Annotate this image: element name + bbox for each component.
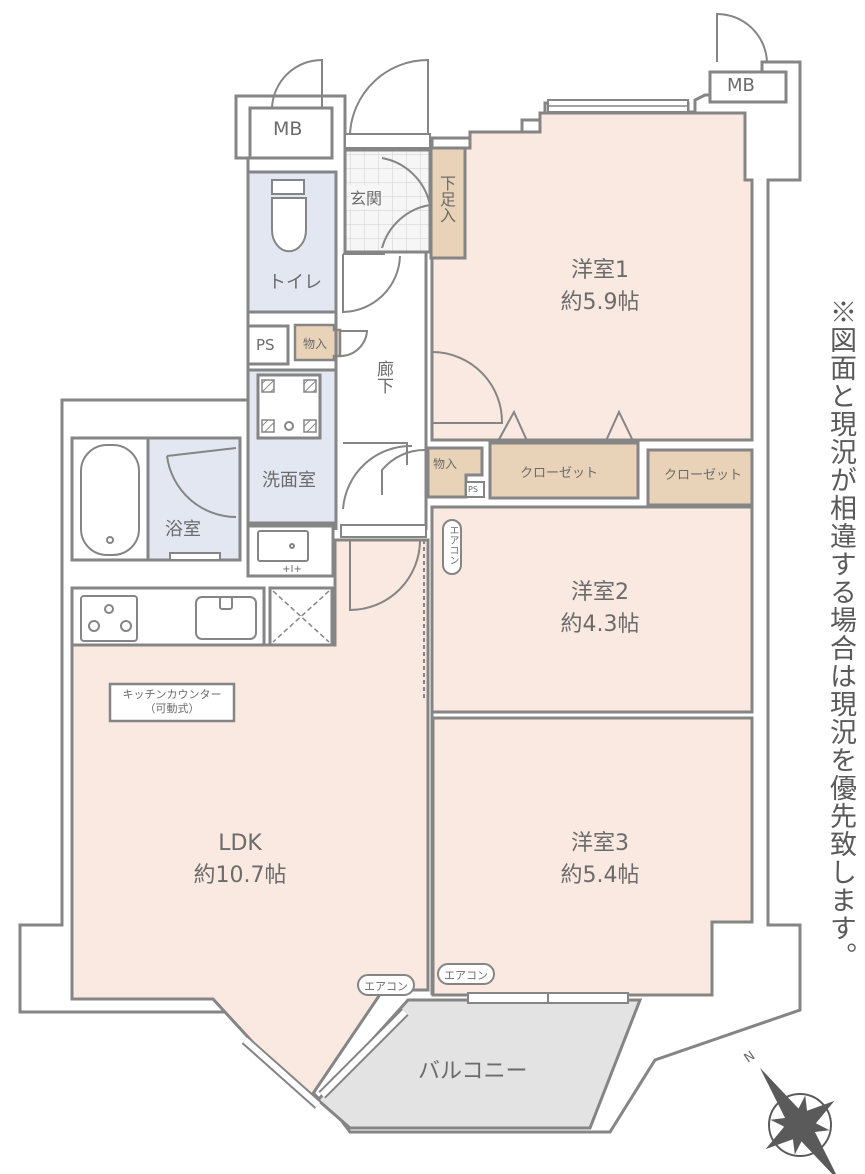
storage-1 xyxy=(293,323,342,362)
storage-2-label: 物入 xyxy=(433,457,458,471)
room-size: 約10.7帖 xyxy=(193,863,287,888)
aircon-1-label: エアコン xyxy=(447,525,458,565)
storage-door xyxy=(340,330,369,357)
mb-left-door xyxy=(271,58,323,109)
mb-right-door xyxy=(716,12,768,63)
ldk-door xyxy=(349,539,421,612)
mb-right-label: MB xyxy=(727,75,755,96)
room-size: 約5.4帖 xyxy=(560,863,640,888)
aircon-badge-1 xyxy=(442,519,462,575)
front-door xyxy=(349,58,429,135)
storage-door-2 xyxy=(381,448,427,495)
kitchen-counter-line2: （可動式） xyxy=(144,702,200,715)
room-bathroom-floor xyxy=(146,436,242,562)
outer-walls xyxy=(18,60,802,1134)
bathroom-door xyxy=(166,447,237,518)
kitchen-counter-line1: キッチンカウンター xyxy=(122,688,222,701)
closet-2 xyxy=(646,448,754,507)
room-label-bathroom: 浴室 xyxy=(165,519,201,540)
svg-text:+I+: +I+ xyxy=(282,564,302,575)
wash-basin xyxy=(246,524,335,578)
window-western1 xyxy=(547,99,689,113)
disclaimer-note: ※図面と現況が相違する場合は現況を優先致します。 xyxy=(825,298,856,970)
room-label-ldk: LDK 約10.7帖 xyxy=(175,828,305,892)
room-western2-floor xyxy=(430,505,754,714)
mb-right xyxy=(708,70,788,104)
room-name: 洋室3 xyxy=(571,831,629,856)
room-label-washroom: 洗面室 xyxy=(262,470,316,491)
room-size: 約5.9帖 xyxy=(560,290,640,315)
hallway xyxy=(334,250,504,700)
ps-small-label: PS xyxy=(468,485,478,494)
closet-2-label: クローゼット xyxy=(664,468,743,483)
closet-door-1 xyxy=(496,409,529,444)
mb-left xyxy=(248,106,334,160)
aircon-badge-2 xyxy=(357,974,415,996)
room-label-hallway: 廊下 xyxy=(373,360,393,394)
room-western1-floor xyxy=(430,111,754,442)
room-name: 洋室2 xyxy=(571,580,629,605)
room-label-toilet: トイレ xyxy=(268,272,322,293)
ps-left-label: PS xyxy=(256,336,275,354)
room-label-shoe-storage: 下足入 xyxy=(437,175,456,223)
closet-1 xyxy=(488,441,640,500)
closet-1-label: クローゼット xyxy=(520,466,599,481)
shoe-storage xyxy=(429,146,467,260)
room-name: 洋室1 xyxy=(571,258,629,283)
kitchen-counter-label-box xyxy=(108,682,236,723)
mb-left-label: MB xyxy=(273,118,303,140)
toilet-bowl-icon xyxy=(271,179,307,253)
western1-door xyxy=(432,351,504,424)
kitchen-counter-label: キッチンカウンター （可動式） xyxy=(110,688,234,716)
closet-door-2 xyxy=(604,409,635,444)
burner-icon xyxy=(120,620,132,632)
aircon-3-label: エアコン xyxy=(444,969,488,982)
compass-rose-icon xyxy=(759,1067,841,1174)
room-name: LDK xyxy=(218,831,262,856)
bathtub-icon xyxy=(80,444,140,556)
room-label-entrance: 玄関 xyxy=(350,185,383,209)
toilet-door xyxy=(342,253,401,314)
stove xyxy=(80,595,138,642)
kitchen-sink xyxy=(195,596,257,640)
ps-small xyxy=(465,481,485,498)
burner-icon xyxy=(88,620,100,632)
washroom-door xyxy=(342,442,413,510)
ps-left xyxy=(246,324,290,366)
aircon-2-label: エアコン xyxy=(364,980,408,993)
storage-3 xyxy=(426,446,484,499)
storage-1-label: 物入 xyxy=(303,337,328,351)
window-western3 xyxy=(467,992,629,1004)
entrance-inner-door xyxy=(381,157,431,249)
room-label-western1: 洋室1 約5.9帖 xyxy=(540,255,660,319)
room-label-balcony: バルコニー xyxy=(418,1059,528,1084)
room-size: 約4.3帖 xyxy=(560,612,640,637)
burner-icon xyxy=(104,604,114,614)
faucet-icon xyxy=(219,596,233,610)
window-ldk xyxy=(241,1008,409,1109)
room-label-western3: 洋室3 約5.4帖 xyxy=(540,828,660,892)
aircon-badge-3 xyxy=(437,963,495,985)
room-label-western2: 洋室2 約4.3帖 xyxy=(540,577,660,641)
